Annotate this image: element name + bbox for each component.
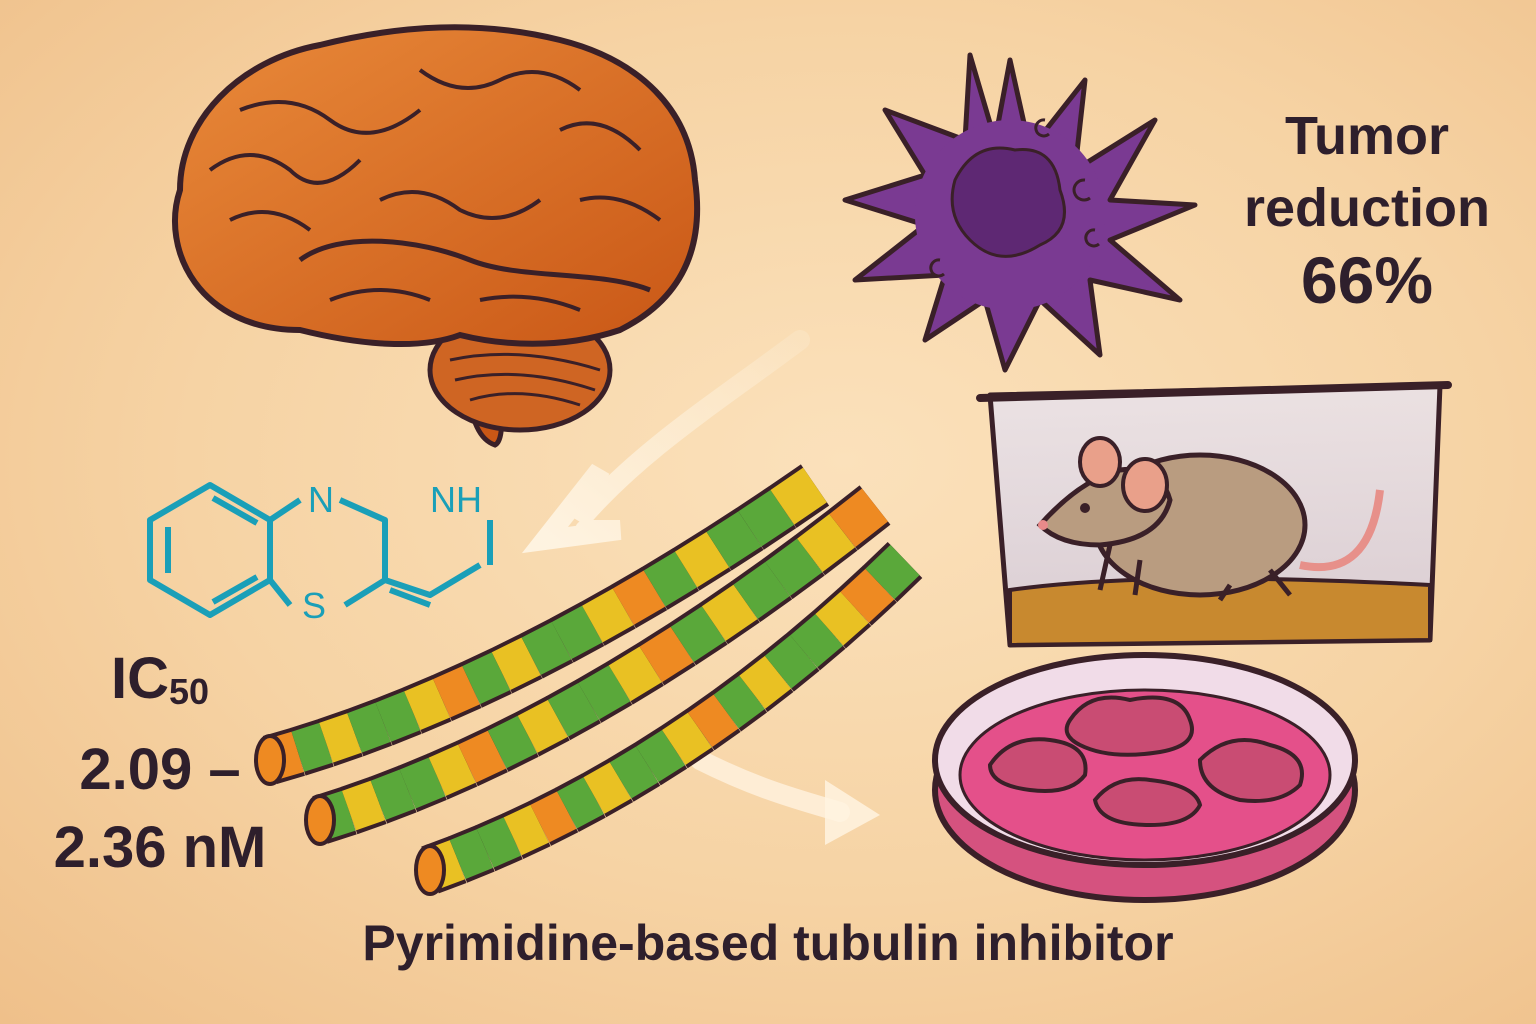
petri-dish-icon: [932, 652, 1358, 903]
atom-s: S: [302, 585, 326, 626]
tubulin-segment: [790, 613, 843, 668]
tubulin-segment: [521, 621, 572, 675]
tubulin-segment: [733, 561, 790, 619]
tubulin-segment: [797, 513, 856, 573]
tubulin-segment: [636, 729, 686, 783]
tubulin-segment: [551, 605, 603, 660]
tubulin-segment: [291, 722, 333, 772]
tubulin-segment: [399, 757, 446, 809]
tubulin-segment: [503, 804, 549, 856]
brain-icon: [172, 24, 701, 448]
tubulin-segment: [865, 544, 920, 600]
molecule-structure: [147, 482, 493, 618]
tumor-line1: Tumor: [1285, 106, 1449, 166]
tubulin-segment: [765, 538, 823, 596]
tubulin-segment: [764, 635, 817, 689]
tumor-reduction-label: Tumor reduction 66%: [1222, 100, 1512, 316]
ic50-range-line1: 2.09 –: [79, 737, 241, 802]
tubulin-segment: [404, 678, 450, 731]
tubulin-segment: [829, 488, 888, 548]
microtubule-end-cap: [304, 794, 336, 846]
caption: Pyrimidine-based tubulin inhibitor: [362, 915, 1174, 971]
tubulin-segment: [458, 730, 507, 783]
microtubule-end-cap: [414, 844, 446, 896]
ic-subscript: 50: [168, 671, 210, 712]
tumor-line2: reduction: [1243, 178, 1490, 238]
ic50-label: IC50 2.09 – 2.36 nM: [30, 640, 290, 887]
tubulin-segment: [347, 702, 391, 753]
tubulin-segment: [815, 591, 869, 646]
atom-nh: NH: [430, 479, 482, 520]
tubulin-segment: [517, 699, 568, 753]
tubulin-segment: [428, 744, 476, 796]
tubulin-segment: [530, 791, 577, 843]
tubulin-segment: [770, 467, 827, 525]
tubulin-segment: [370, 769, 416, 820]
tubulin-segment: [476, 817, 522, 868]
tumor-value: 66%: [1300, 243, 1434, 317]
tubulin-segment: [491, 637, 541, 690]
ic-label: IC: [110, 646, 169, 711]
tubulin-segment: [341, 780, 386, 831]
microtubule-icon: [254, 464, 923, 896]
tubulin-segment: [739, 655, 791, 709]
tubulin-segment: [487, 715, 537, 769]
ic50-title: IC50: [30, 640, 290, 731]
tubulin-segment: [557, 777, 604, 829]
tubulin-segment: [375, 691, 421, 742]
tubulin-segment: [639, 626, 694, 683]
tubulin-segment: [583, 762, 632, 814]
tubulin-segment: [713, 675, 765, 729]
tubulin-segment: [674, 531, 730, 588]
arrow-to-dish: [690, 750, 850, 822]
tubulin-segment: [462, 652, 511, 705]
tubulin-segment: [319, 713, 362, 763]
ic50-range-line2: 2.36 nM: [53, 815, 267, 880]
tubulin-segment: [706, 511, 762, 568]
tubulin-segment: [582, 588, 634, 643]
tubulin-segment: [662, 712, 712, 765]
arrow-to-molecule: [521, 330, 810, 554]
tubulin-segment: [449, 828, 494, 880]
tubulin-segment: [608, 646, 662, 702]
tubulin-segment: [433, 665, 480, 718]
tubulin-segment: [840, 568, 895, 623]
mouse-cage-icon: [976, 381, 1452, 648]
tubulin-segment: [670, 606, 726, 662]
arrow-to-dish-head: [825, 780, 880, 845]
atom-n: N: [308, 479, 334, 520]
tubulin-segment: [612, 570, 666, 625]
tubulin-segment: [643, 551, 697, 607]
tubulin-segment: [738, 489, 794, 547]
tubulin-segment: [701, 584, 758, 641]
tubulin-segment: [687, 694, 739, 748]
tumor-cell-icon: [842, 52, 1198, 373]
tubulin-segment: [547, 682, 599, 737]
tubulin-segment: [578, 665, 631, 720]
microtubule-end-cap: [254, 734, 286, 786]
tubulin-segment: [609, 746, 659, 799]
